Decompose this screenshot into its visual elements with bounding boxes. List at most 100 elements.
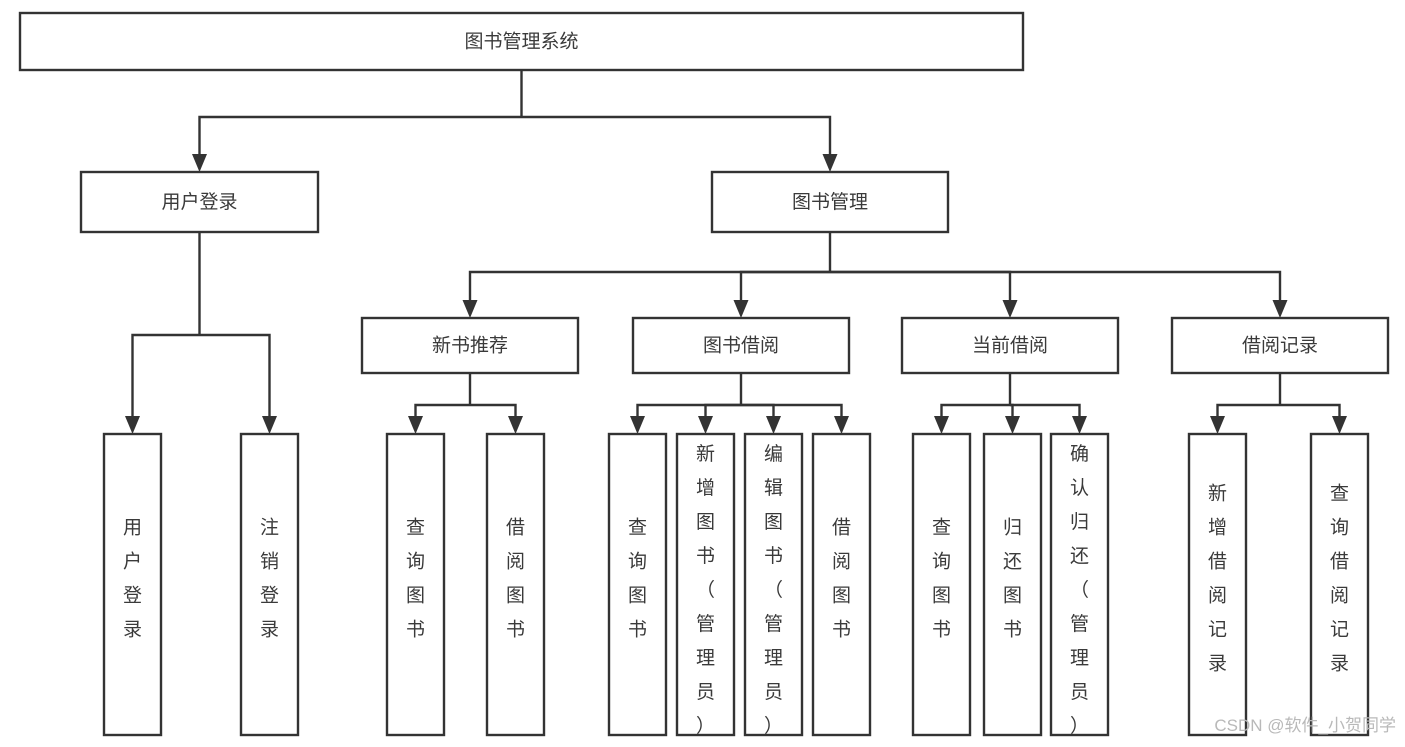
node-label-leaf-borrow-book-1: 借阅图书 (506, 517, 525, 641)
connector-book-borrow-to-leaf-add-book (704, 403, 741, 416)
node-label-book-manage: 图书管理 (792, 191, 868, 213)
arrow-head-leaf-query-book-3 (934, 416, 949, 434)
node-label-current-borrow: 当前借阅 (972, 335, 1048, 357)
node-label-root: 图书管理系统 (464, 31, 578, 53)
node-box-leaf-borrow-book-1 (485, 432, 546, 737)
arrow-head-leaf-return-book (1005, 416, 1020, 434)
node-leaf-confirm-return[interactable]: 确认归还（管理员） (1049, 432, 1110, 737)
node-leaf-add-book[interactable]: 新增图书（管理员） (675, 432, 736, 737)
arrow-head-user-login (192, 154, 207, 172)
node-leaf-query-book-1[interactable]: 查询图书 (385, 432, 446, 737)
arrow-head-leaf-add-book (698, 416, 713, 434)
connector-book-manage-to-current-borrow (830, 270, 1012, 300)
node-borrow-record[interactable]: 借阅记录 (1170, 316, 1390, 375)
node-label-leaf-edit-book: 编辑图书（管理员） (764, 443, 783, 737)
node-book-manage[interactable]: 图书管理 (710, 170, 950, 234)
connector-borrow-record-to-leaf-query-borrow-record (1280, 403, 1341, 416)
node-leaf-edit-book[interactable]: 编辑图书（管理员） (743, 432, 804, 737)
node-leaf-add-borrow-record[interactable]: 新增借阅记录 (1187, 432, 1248, 737)
node-box-leaf-query-book-3 (911, 432, 972, 737)
arrow-head-book-manage (822, 154, 838, 172)
connector-current-borrow-to-leaf-return-book (1010, 403, 1014, 416)
node-box-root (18, 11, 1025, 72)
connector-book-borrow-to-leaf-query-book-2 (636, 403, 741, 416)
node-box-leaf-borrow-book-2 (811, 432, 872, 737)
node-leaf-query-book-3[interactable]: 查询图书 (911, 432, 972, 737)
connector-book-manage-to-borrow-record (830, 270, 1282, 300)
connector-new-book-recommend-to-leaf-borrow-book-1 (470, 403, 517, 416)
node-root[interactable]: 图书管理系统 (18, 11, 1025, 72)
node-box-leaf-query-book-1 (385, 432, 446, 737)
node-box-leaf-query-borrow-record (1309, 432, 1370, 737)
arrow-head-leaf-user-login (125, 416, 140, 434)
node-box-borrow-record (1170, 316, 1390, 375)
node-label-leaf-query-book-3: 查询图书 (932, 517, 951, 641)
node-leaf-user-login[interactable]: 用户登录 (102, 432, 163, 737)
connector-borrow-record-to-leaf-add-borrow-record (1216, 403, 1280, 416)
arrow-head-leaf-query-book-2 (630, 416, 645, 434)
connector-user-login-to-leaf-user-login (131, 333, 200, 416)
arrow-head-borrow-record (1272, 300, 1288, 318)
arrow-head-leaf-edit-book (766, 416, 781, 434)
arrow-head-leaf-logout-login (262, 416, 277, 434)
csdn-watermark: CSDN @软件_小贺同学 (1214, 716, 1396, 735)
node-label-leaf-user-login: 用户登录 (123, 518, 142, 641)
node-label-new-book-recommend: 新书推荐 (432, 335, 508, 357)
arrow-head-leaf-query-borrow-record (1332, 416, 1347, 434)
node-label-leaf-query-borrow-record: 查询借阅记录 (1330, 483, 1349, 675)
node-box-leaf-query-book-2 (607, 432, 668, 737)
node-leaf-query-book-2[interactable]: 查询图书 (607, 432, 668, 737)
node-box-leaf-add-book (675, 432, 736, 737)
connector-book-manage-to-book-borrow (739, 270, 830, 300)
arrow-head-new-book-recommend (462, 300, 478, 318)
node-box-leaf-add-borrow-record (1187, 432, 1248, 737)
node-box-new-book-recommend (360, 316, 580, 375)
arrow-head-leaf-borrow-book-1 (508, 416, 523, 434)
node-label-borrow-record: 借阅记录 (1242, 335, 1318, 357)
node-box-leaf-confirm-return (1049, 432, 1110, 737)
node-box-leaf-logout-login (239, 432, 300, 737)
node-label-leaf-add-book: 新增图书（管理员） (696, 443, 715, 737)
connector-current-borrow-to-leaf-query-book-3 (940, 403, 1010, 416)
node-box-current-borrow (900, 316, 1120, 375)
connector-user-login-to-leaf-logout-login (199, 333, 271, 416)
node-current-borrow[interactable]: 当前借阅 (900, 316, 1120, 375)
node-label-leaf-confirm-return: 确认归还（管理员） (1070, 443, 1089, 737)
node-leaf-borrow-book-2[interactable]: 借阅图书 (811, 432, 872, 737)
node-box-user-login (79, 170, 320, 234)
node-leaf-query-borrow-record[interactable]: 查询借阅记录 (1309, 432, 1370, 737)
node-label-leaf-add-borrow-record: 新增借阅记录 (1208, 483, 1227, 675)
arrow-head-leaf-borrow-book-2 (834, 416, 849, 434)
connector-root-to-user-login (198, 115, 522, 154)
node-new-book-recommend[interactable]: 新书推荐 (360, 316, 580, 375)
node-label-leaf-query-book-1: 查询图书 (406, 517, 425, 641)
arrow-head-book-borrow (733, 300, 749, 318)
node-label-leaf-borrow-book-2: 借阅图书 (832, 517, 851, 641)
node-box-book-borrow (631, 316, 851, 375)
node-label-user-login: 用户登录 (161, 191, 237, 213)
node-box-leaf-edit-book (743, 432, 804, 737)
node-box-leaf-return-book (982, 432, 1043, 737)
connector-book-borrow-to-leaf-borrow-book-2 (741, 403, 843, 416)
connector-current-borrow-to-leaf-confirm-return (1010, 403, 1081, 416)
node-label-leaf-query-book-2: 查询图书 (628, 517, 647, 641)
node-book-borrow[interactable]: 图书借阅 (631, 316, 851, 375)
node-leaf-logout-login[interactable]: 注销登录 (239, 432, 300, 737)
arrow-head-leaf-confirm-return (1072, 416, 1087, 434)
connector-root-to-book-manage (521, 115, 832, 154)
node-box-book-manage (710, 170, 950, 234)
connector-book-manage-to-new-book-recommend (468, 270, 830, 300)
node-label-leaf-logout-login: 注销登录 (260, 517, 279, 641)
arrow-head-current-borrow (1002, 300, 1018, 318)
node-user-login[interactable]: 用户登录 (79, 170, 320, 234)
node-leaf-borrow-book-1[interactable]: 借阅图书 (485, 432, 546, 737)
node-label-leaf-return-book: 归还图书 (1003, 517, 1022, 641)
connector-layer (125, 70, 1347, 434)
node-label-book-borrow: 图书借阅 (703, 335, 779, 357)
connector-book-borrow-to-leaf-edit-book (741, 403, 775, 416)
node-layer: 图书管理系统用户登录图书管理新书推荐图书借阅当前借阅借阅记录用户登录注销登录查询… (18, 11, 1390, 737)
arrow-head-leaf-add-borrow-record (1210, 416, 1225, 434)
node-leaf-return-book[interactable]: 归还图书 (982, 432, 1043, 737)
